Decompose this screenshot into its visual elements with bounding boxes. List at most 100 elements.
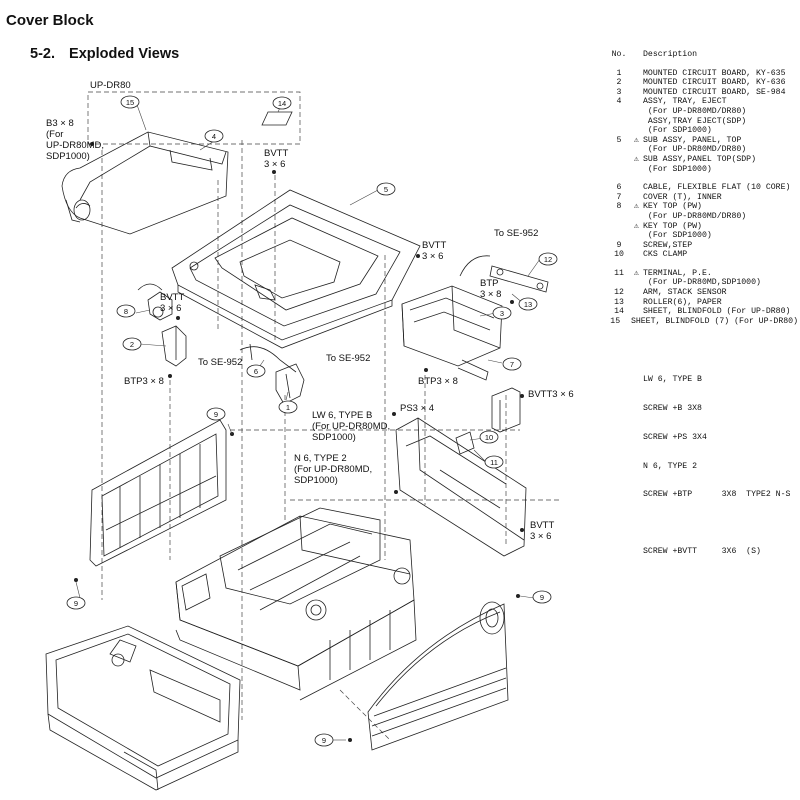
safety-mark-icon	[630, 126, 643, 136]
ref-number-3: 3	[500, 309, 504, 318]
hardware-line: SCREW +BTP 3X8 TYPE2 N-S	[643, 490, 791, 500]
part-description: KEY TOP (PW)	[643, 221, 702, 231]
ref-number-4: 4	[212, 132, 216, 141]
part-number: 13	[614, 297, 624, 307]
part-number	[608, 145, 630, 155]
parts-list-item: (For UP-DR80MD/DR80)	[608, 145, 798, 155]
ref-number-2: 2	[130, 340, 134, 349]
label-lw6: LW 6, TYPE B (For UP-DR80MD, SDP1000)	[312, 410, 390, 443]
parts-list-item: (For SDP1000)	[608, 126, 798, 136]
ref-number-15: 15	[126, 98, 134, 107]
parts-list-item: ASSY,TRAY EJECT(SDP)	[608, 117, 798, 127]
label-b3x8-note1: (For	[46, 129, 64, 140]
part-number: 1	[616, 68, 622, 78]
part-number	[608, 117, 630, 127]
label-bvtt-top-size: 3 × 6	[264, 159, 286, 170]
part-description: TERMINAL, P.E.	[643, 268, 712, 278]
parts-list-spacer	[608, 174, 798, 183]
safety-mark-icon	[630, 145, 643, 155]
label-bvtt-low-name: BVTT	[530, 520, 555, 531]
page-header: Cover Block	[6, 12, 94, 29]
parts-list-header: No. Description	[608, 50, 798, 60]
ref-number-12: 12	[544, 255, 552, 264]
section-heading: Exploded Views	[69, 46, 180, 62]
label-btp3x8-left: BTP3 × 8	[124, 376, 164, 387]
label-bvtt-mid: BVTT 3 × 6	[422, 240, 446, 262]
part-description: ROLLER(6), PAPER	[643, 297, 722, 307]
parts-list-item: 11 ⚠ TERMINAL, P.E.	[608, 269, 798, 279]
part-description: ARM, STACK SENSOR	[643, 288, 727, 298]
part-number	[608, 107, 630, 117]
parts-list-item: (For SDP1000)	[608, 231, 798, 241]
parts-list-item: (For UP-DR80MD,SDP1000)	[608, 278, 798, 288]
part-number	[608, 212, 630, 222]
safety-mark-icon	[630, 78, 643, 88]
parts-list-item: ⚠SUB ASSY,PANEL TOP(SDP)	[608, 155, 798, 165]
part-description: SUB ASSY,PANEL TOP(SDP)	[643, 154, 757, 164]
part-description: MOUNTED CIRCUIT BOARD, KY-635	[643, 68, 786, 78]
ref-number-14: 14	[278, 99, 286, 108]
inner-cover-assembly-7	[401, 255, 549, 381]
part-number: 2	[616, 78, 622, 88]
part-description: (For SDP1000)	[643, 231, 712, 241]
label-bvtt-low-size: 3 × 6	[530, 531, 552, 542]
ref-number-9c: 9	[322, 736, 326, 745]
label-bvtt-top: BVTT 3 × 6	[264, 148, 288, 170]
section-number: 5-2.	[30, 46, 55, 62]
ref-number-11: 11	[490, 458, 498, 467]
safety-mark-icon	[630, 241, 643, 251]
part-number: 11	[614, 268, 624, 278]
label-btp: BTP 3 × 8	[480, 278, 501, 300]
parts-list-item: 1 MOUNTED CIRCUIT BOARD, KY-635	[608, 69, 798, 79]
safety-mark-icon: ⚠	[634, 202, 639, 212]
label-bvtt-low: BVTT 3 × 6	[530, 520, 554, 542]
label-lw6-line2: (For UP-DR80MD,	[312, 421, 391, 432]
label-to-se952-a: To SE-952	[494, 228, 539, 239]
parts-list-item: 8⚠KEY TOP (PW)	[608, 202, 798, 212]
part-description: SCREW,STEP	[643, 240, 693, 250]
part-description: CABLE, FLEXIBLE FLAT (10 CORE)	[643, 183, 791, 193]
safety-mark-icon: ⚠	[634, 135, 639, 145]
label-b3x8-size: B3 × 8	[46, 118, 74, 129]
ref-circles	[66, 95, 558, 747]
label-to-se952-b: To SE-952	[198, 357, 243, 368]
alignment-lines	[87, 91, 560, 741]
flat-cable-and-board	[239, 343, 305, 405]
label-bvtt-left-name: BVTT	[160, 292, 185, 303]
ref-number-9a: 9	[214, 410, 218, 419]
label-b3x8-note2: UP-DR80MD,	[46, 140, 105, 151]
ref-number-7: 7	[510, 360, 514, 369]
ref-number-1: 1	[286, 403, 290, 412]
part-number: 8	[616, 202, 622, 212]
label-bvtt3x6-right: BVTT3 × 6	[528, 389, 574, 400]
part-number: 12	[614, 288, 624, 298]
parts-list-item: (For UP-DR80MD/DR80)	[608, 212, 798, 222]
safety-mark-icon: ⚠	[634, 268, 639, 278]
left-side-panel	[89, 419, 227, 567]
label-n6-line1: N 6, TYPE 2	[294, 453, 347, 464]
paper-tray	[45, 625, 241, 791]
part-description: SHEET, BLINDFOLD (For UP-DR80)	[643, 307, 791, 317]
parts-list-item: (For UP-DR80MD/DR80)	[608, 107, 798, 117]
part-description: MOUNTED CIRCUIT BOARD, KY-636	[643, 78, 786, 88]
hardware-line: LW 6, TYPE B	[643, 375, 702, 385]
parts-list-item: (For SDP1000)	[608, 165, 798, 175]
safety-mark-icon	[630, 193, 643, 203]
part-description: (For SDP1000)	[643, 164, 712, 174]
parts-header-desc: Description	[643, 50, 698, 59]
leader-lines	[75, 101, 541, 741]
control-board	[395, 387, 527, 557]
safety-mark-icon	[630, 288, 643, 298]
hardware-line: SCREW +BVTT 3X6 (S)	[643, 547, 761, 557]
part-description: ASSY,TRAY EJECT(SDP)	[643, 116, 747, 126]
part-number: 15	[610, 316, 621, 326]
eject-tray-4	[61, 131, 229, 235]
hardware-line: SCREW +PS 3X4	[643, 432, 707, 442]
safety-mark-icon	[630, 107, 643, 117]
label-b3x8: B3 × 8 (For UP-DR80MD, SDP1000)	[46, 118, 104, 162]
label-btp-name: BTP	[480, 278, 499, 289]
